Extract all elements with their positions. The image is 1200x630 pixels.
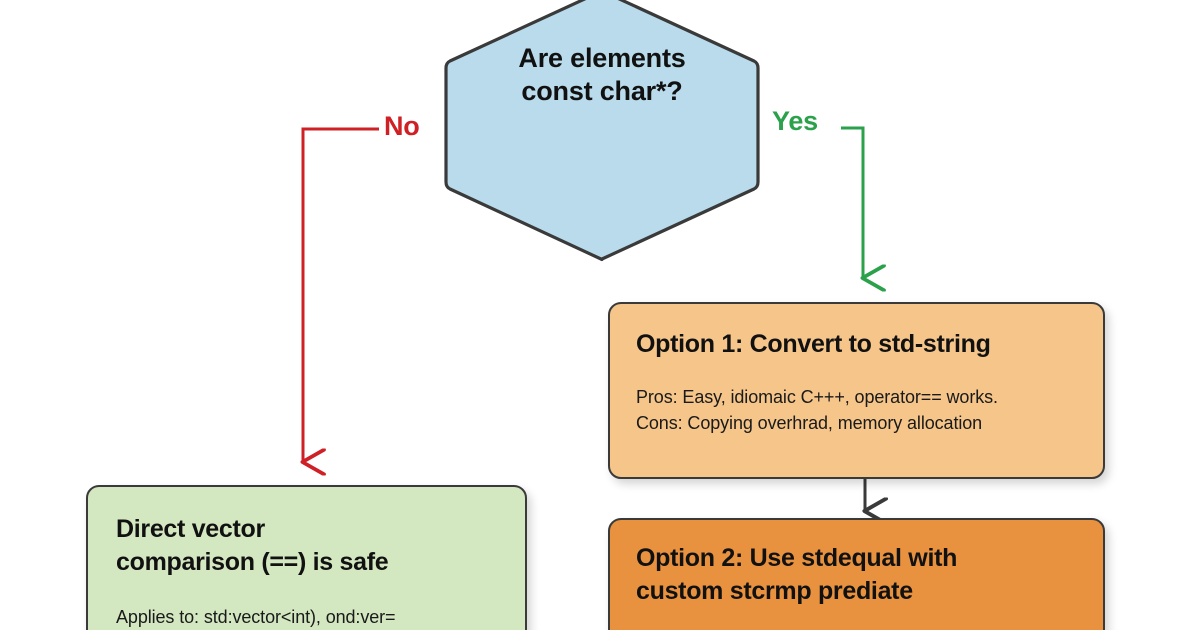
branch-label-yes: Yes (772, 106, 818, 136)
node-green-body: Applies to: std:vector<int), ond:ver= (116, 605, 497, 630)
node-option1-pros: Pros: Easy, idiomaic C+++, operator== wo… (636, 387, 998, 407)
node-option-2[interactable]: Option 2: Use stdequal with custom stcrm… (608, 518, 1105, 630)
connector-yes (841, 126, 863, 278)
node-option1-title: Option 1: Convert to std-string (636, 330, 991, 358)
node-green-title-line1: Direct vector (116, 515, 265, 543)
branch-label-no: No (384, 111, 420, 141)
node-option1-body: Pros: Easy, idiomaic C+++, operator== wo… (636, 385, 1077, 437)
node-option2-title-line1: Option 2: Use stdequal with (636, 544, 958, 572)
decision-node[interactable]: Are elements const char*? (441, 0, 763, 264)
decision-label-line1: Are elements (518, 43, 686, 73)
node-green-title: Direct vector comparison (==) is safe (116, 513, 497, 579)
node-option2-title-line2: custom stcrmp prediate (636, 577, 913, 605)
hexagon-shape (444, 0, 760, 262)
node-option1-cons: Cons: Copying overhrad, memory allocatio… (636, 412, 983, 433)
node-green-title-line2: comparison (==) is safe (116, 548, 389, 576)
decision-label-line2: const char*? (521, 76, 683, 107)
node-option2-title: Option 2: Use stdequal with custom stcrm… (636, 542, 1077, 608)
connector-no (303, 127, 379, 462)
node-direct-vector-comparison[interactable]: Direct vector comparison (==) is safe Ap… (86, 485, 527, 630)
node-option-1[interactable]: Option 1: Convert to std-string Pros: Ea… (608, 302, 1105, 479)
node-green-body-line1: Applies to: std:vector<int), ond:ver= (116, 607, 396, 627)
decision-label: Are elements const char*? (441, 42, 763, 109)
